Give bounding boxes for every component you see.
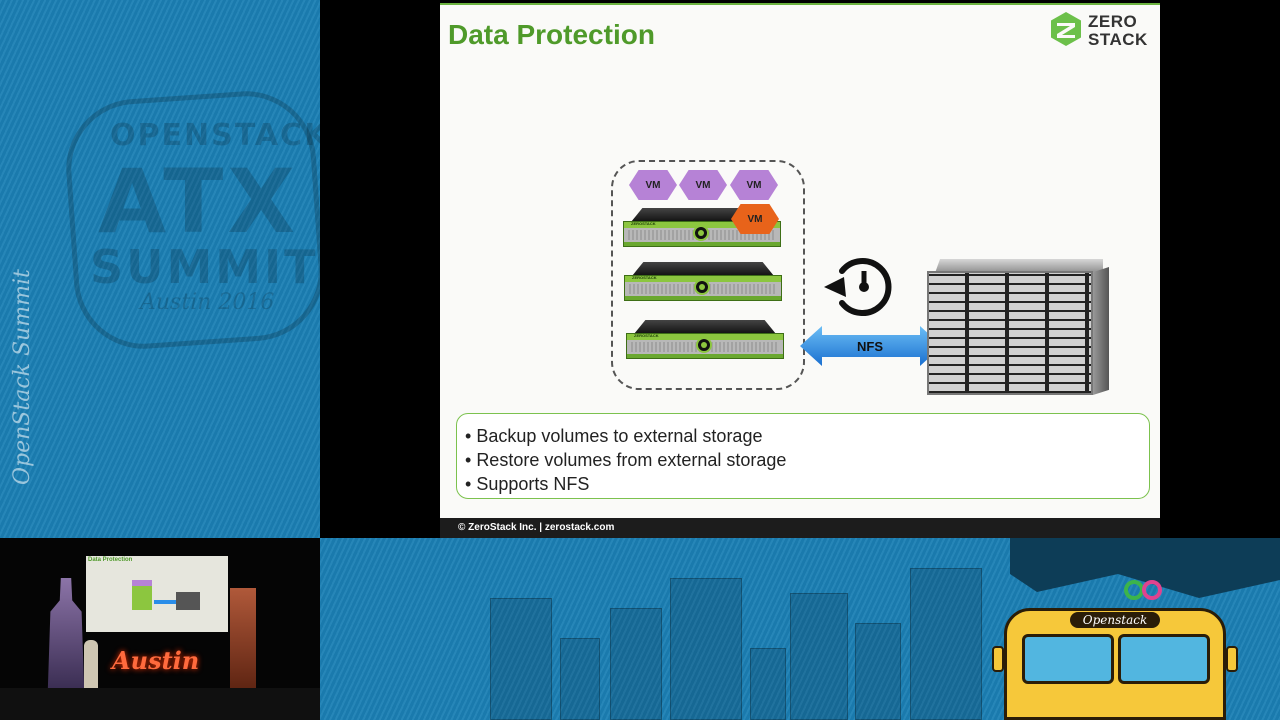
bullet-item: • Supports NFS (465, 474, 590, 494)
bullet-item: • Backup volumes to external storage (465, 426, 763, 446)
server-cluster-group (611, 160, 805, 390)
stage-camera-view: Data Protection Austin (0, 538, 320, 720)
vertical-brand-text: OpenStack Summit (10, 269, 35, 485)
skyline-building (855, 623, 901, 720)
logo-line-stack: STACK (1088, 30, 1148, 49)
skyline-building (490, 598, 552, 720)
badge-line-atx: ATX (98, 150, 300, 253)
server-unit: ZEROSTACK (626, 320, 784, 366)
external-storage-array (927, 259, 1111, 401)
server-brand-label: ZEROSTACK (632, 275, 657, 280)
bus-sign: Openstack (1070, 612, 1160, 628)
mini-slide-title: Data Protection (88, 557, 133, 563)
slide-title: Data Protection (448, 19, 655, 50)
slide-top-rule (440, 3, 1160, 5)
bus-mirror (992, 646, 1004, 672)
left-brand-panel: OPENSTACK ATX SUMMIT Austin 2016 OpenSta… (0, 0, 320, 538)
server-status-icon (693, 225, 709, 241)
bullet-item: • Restore volumes from external storage (465, 450, 787, 470)
logo-line-zero: ZERO (1088, 12, 1138, 31)
nfs-label: NFS (857, 339, 883, 354)
skyline-building (560, 638, 600, 720)
bus-window (1022, 634, 1114, 684)
server-brand-label: ZEROSTACK (634, 333, 659, 338)
bullet-list-box: • Backup volumes to external storage • R… (456, 413, 1150, 499)
tower-backdrop (230, 588, 256, 690)
skyline-building (670, 578, 742, 720)
vm-hexagon: VM (629, 170, 677, 200)
openstack-bus-illustration: Openstack (990, 598, 1240, 720)
skyline-building (910, 568, 982, 720)
skyline-building (610, 608, 662, 720)
presenter-figure (84, 640, 98, 696)
stage-floor (0, 688, 320, 720)
badge-line-austin: Austin 2016 (140, 290, 275, 315)
vm-hexagon: VM (730, 170, 778, 200)
badge-line-openstack: OPENSTACK (110, 118, 320, 153)
bus-window (1118, 634, 1210, 684)
zerostack-logo-text: ZERO STACK (1088, 13, 1148, 49)
austin-neon-sign: Austin (112, 646, 200, 675)
skyline-building (750, 648, 786, 720)
presentation-slide: Data Protection ZERO STACK VM VM VM ZERO… (440, 3, 1160, 538)
restore-icon (824, 258, 892, 316)
skyline-building (790, 593, 848, 720)
zerostack-logo: ZERO STACK (1048, 11, 1153, 51)
server-status-icon (696, 337, 712, 353)
slide-footer: © ZeroStack Inc. | zerostack.com (440, 518, 1160, 538)
vm-hexagon: VM (679, 170, 727, 200)
nfs-double-arrow-icon (800, 326, 942, 366)
server-unit: ZEROSTACK (624, 262, 782, 308)
server-status-icon (694, 279, 710, 295)
zerostack-logo-icon (1051, 12, 1081, 46)
bus-roof-lights-icon (1124, 580, 1162, 600)
stage-projection-screen: Data Protection (86, 556, 228, 632)
bus-mirror (1226, 646, 1238, 672)
badge-line-summit: SUMMIT (90, 240, 319, 294)
vm-hexagon-highlighted: VM (731, 204, 779, 234)
server-brand-label: ZEROSTACK (631, 221, 656, 226)
